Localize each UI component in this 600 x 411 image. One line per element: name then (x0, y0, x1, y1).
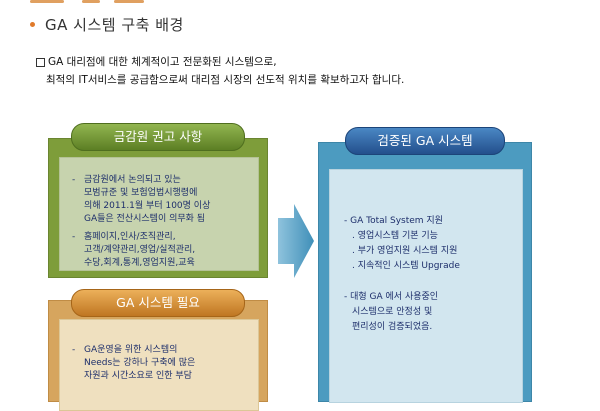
verified-proof-line-3: 편리성이 검증되었음. (352, 322, 433, 332)
verified-sub-2: . 부가 영업지원 시스템 지원 (352, 246, 458, 256)
fss-item-2-line-3: 수당,회계,통계,영업지원,교육 (84, 258, 195, 268)
fss-item-1-line-1: 금감원에서 논의되고 있는 (84, 175, 181, 185)
fss-item-1-line-4: GA들은 전산시스템이 의무화 됨 (84, 214, 206, 224)
checkbox-bullet-icon (36, 57, 45, 67)
fss-item-1: - 금감원에서 논의되고 있는 모범규준 및 보험업법시행령에 의해 2011.… (72, 175, 211, 224)
fss-item-2: - 홈페이지,인사/조직관리, 고객/계약관리,영업/실적관리, 수당,회계,통… (72, 232, 196, 268)
fss-recommendation-content: - 금감원에서 논의되고 있는 모범규준 및 보험업법시행령에 의해 2011.… (59, 157, 259, 271)
fss-item-2-line-2: 고객/계약관리,영업/실적관리, (84, 245, 196, 255)
ga-need-item-1: - GA운영을 위한 시스템의 Needs는 강하나 구축에 많은 자원과 시간… (72, 345, 196, 381)
verified-system-title: 검증된 GA 시스템 (345, 127, 505, 155)
intro-line-2: 최적의 IT서비스를 공급함으로써 대리점 시장의 선도적 위치를 확보하고자 … (46, 74, 405, 86)
ga-need-item-1-line-3: 자원과 시간소요로 인한 부담 (84, 371, 192, 381)
ga-need-panel: - GA운영을 위한 시스템의 Needs는 강하나 구축에 많은 자원과 시간… (48, 289, 268, 411)
ga-need-item-1-line-2: Needs는 강하나 구축에 많은 (84, 358, 196, 368)
fss-item-1-line-2: 모범규준 및 보험업법시행령에 (84, 188, 198, 198)
fss-item-2-line-1: 홈페이지,인사/조직관리, (84, 232, 176, 242)
intro-line-1-text: GA 대리점에 대한 체계적이고 전문화된 시스템으로, (48, 56, 277, 68)
verified-system-list: - GA Total System 지원 . 영업시스템 기본 기능 . 부가 … (344, 214, 460, 335)
intro-text: GA 대리점에 대한 체계적이고 전문화된 시스템으로, 최적의 IT서비스를 … (36, 53, 404, 89)
heading-bullet-icon (30, 22, 35, 27)
ga-need-content: - GA운영을 위한 시스템의 Needs는 강하나 구축에 많은 자원과 시간… (59, 319, 259, 411)
top-decoration (30, 0, 150, 3)
fss-recommendation-list: - 금감원에서 논의되고 있는 모범규준 및 보험업법시행령에 의해 2011.… (72, 174, 210, 270)
fss-recommendation-title: 금감원 권고 사항 (71, 123, 245, 151)
intro-line-1: GA 대리점에 대한 체계적이고 전문화된 시스템으로, (36, 53, 404, 71)
ga-need-item-1-line-1: GA운영을 위한 시스템의 (84, 345, 178, 355)
fss-recommendation-panel: - 금감원에서 논의되고 있는 모범규준 및 보험업법시행령에 의해 2011.… (48, 123, 268, 278)
verified-system-content: - GA Total System 지원 . 영업시스템 기본 기능 . 부가 … (329, 169, 523, 403)
verified-sub-3: . 지속적인 시스템 Upgrade (352, 261, 460, 271)
page-title: GA 시스템 구축 배경 (45, 16, 184, 34)
heading-row: GA 시스템 구축 배경 (30, 14, 184, 35)
verified-system-panel: - GA Total System 지원 . 영업시스템 기본 기능 . 부가 … (318, 127, 532, 403)
verified-total-system: - GA Total System 지원 (344, 216, 443, 226)
fss-item-1-line-3: 의해 2011.1월 부터 100명 이상 (84, 201, 211, 211)
verified-proof-line-2: 시스템으로 안정성 및 (352, 307, 433, 317)
right-arrow-icon (278, 204, 314, 278)
ga-need-title: GA 시스템 필요 (71, 289, 245, 317)
verified-sub-1: . 영업시스템 기본 기능 (352, 231, 438, 241)
ga-need-list: - GA운영을 위한 시스템의 Needs는 강하나 구축에 많은 자원과 시간… (72, 344, 195, 383)
verified-proof-line-1: - 대형 GA 에서 사용중인 (344, 292, 439, 302)
